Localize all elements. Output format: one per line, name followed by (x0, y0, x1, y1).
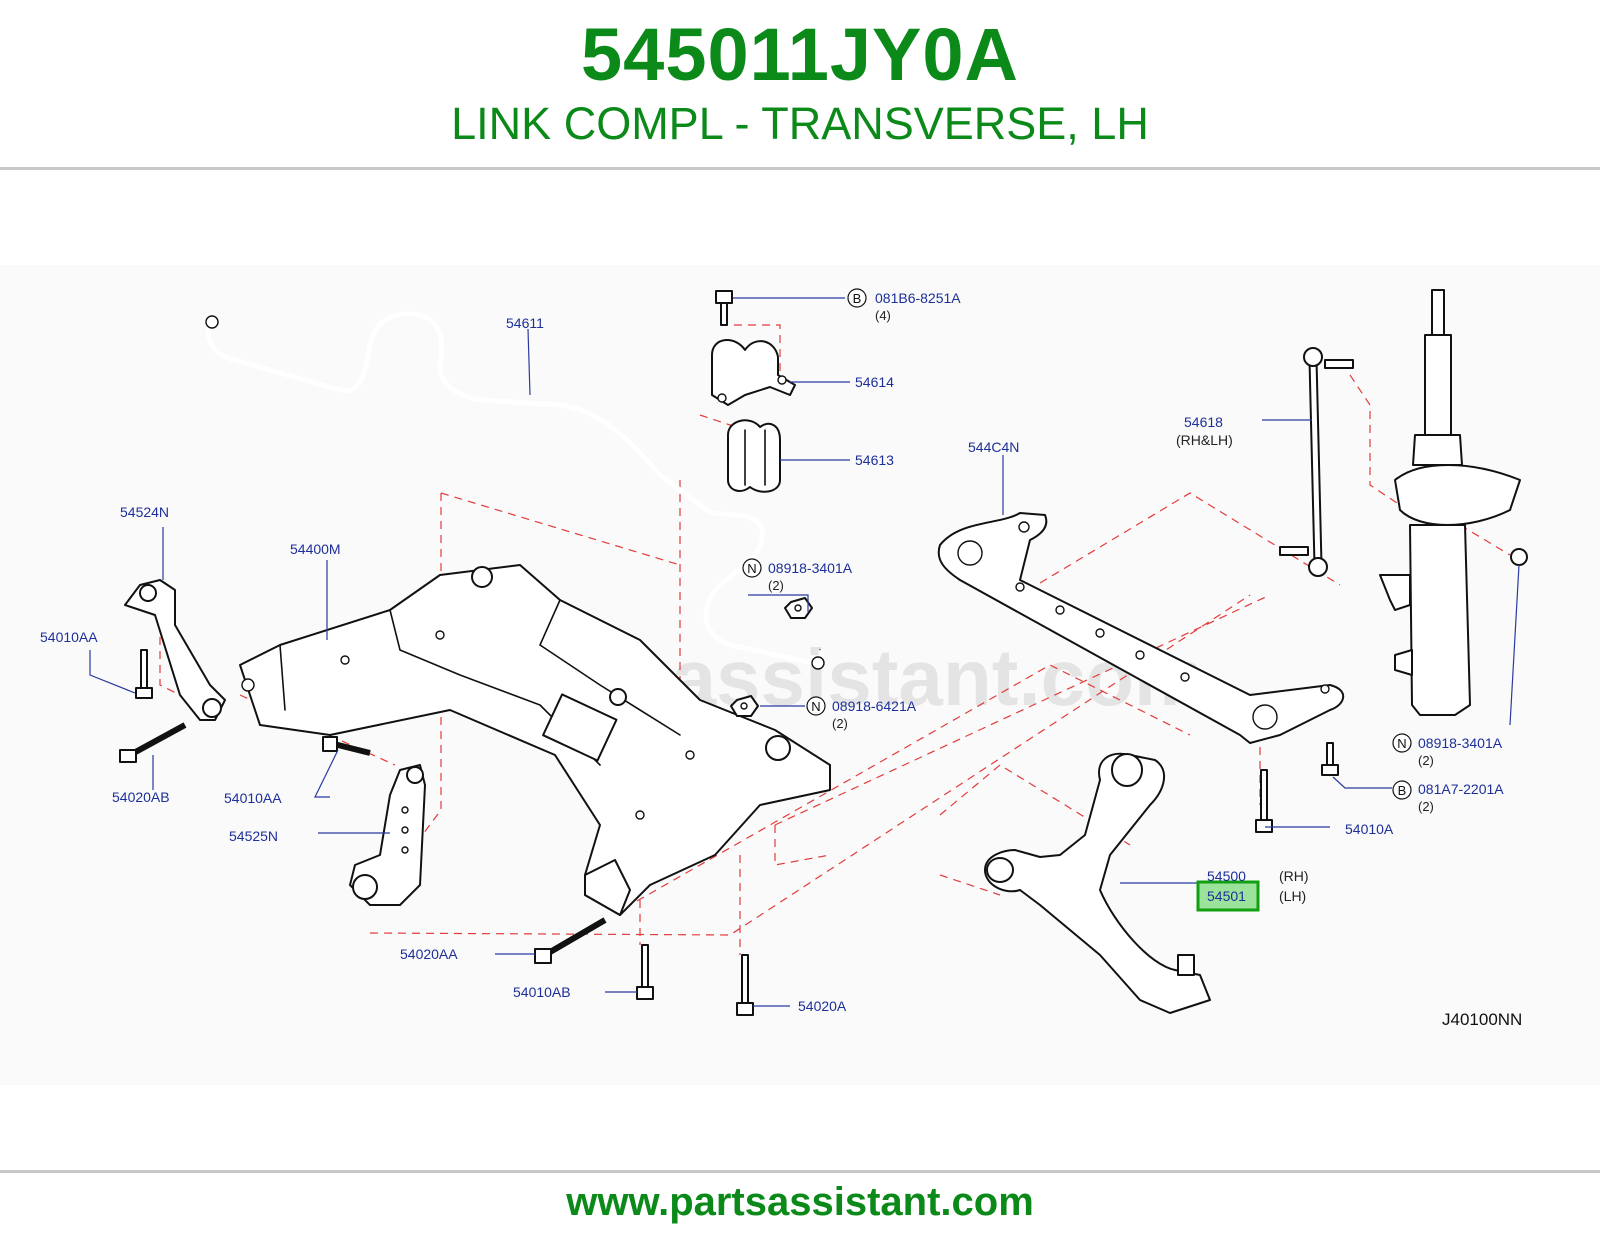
highlight-box-54501 (1196, 880, 1260, 912)
callout-54613[interactable]: 54613 (855, 452, 894, 468)
callout-08918-3401A-left[interactable]: 08918-3401A (768, 560, 853, 576)
side-54501: (LH) (1279, 888, 1306, 904)
callout-544C4N[interactable]: 544C4N (968, 439, 1019, 455)
footer-divider (0, 1170, 1600, 1173)
side-54618: (RH&LH) (1176, 432, 1233, 448)
mount-bracket-54524N (124, 579, 226, 721)
callout-54010A[interactable]: 54010A (1345, 821, 1394, 837)
tag-08918-3401A-right: N (1397, 736, 1406, 751)
tag-081B6: B (853, 291, 862, 306)
front-suspension-member-54400M (239, 564, 831, 916)
footer-url[interactable]: www.partsassistant.com (566, 1180, 1034, 1224)
nut-08918-3401A-left (784, 597, 813, 619)
bolt-081B6 (715, 290, 733, 326)
tag-08918-3401A-left: N (747, 561, 756, 576)
qty-081A7-2201A: (2) (1418, 799, 1434, 814)
callout-081A7-2201A[interactable]: 081A7-2201A (1418, 781, 1504, 797)
qty-08918-3401A-right: (2) (1418, 753, 1434, 768)
callout-54501[interactable]: 54501 (1207, 888, 1246, 904)
callout-tags: B N N N B (742, 288, 1412, 800)
callout-54010AA-mid[interactable]: 54010AA (224, 790, 282, 806)
strut-assembly (1379, 289, 1528, 716)
transverse-link-54501 (984, 752, 1211, 1014)
qty-081B6-8251A: (4) (875, 308, 891, 323)
part-number-title: 545011JY0A (581, 13, 1019, 96)
diagram-reference-code: J40100NN (1442, 1010, 1522, 1029)
callout-labels[interactable]: 54611 081B6-8251A (4) 54614 54613 54618 … (40, 290, 1504, 1014)
bolt-54020A (736, 954, 754, 1016)
bolt-54010AB (636, 944, 654, 1000)
tag-081A7: B (1398, 783, 1407, 798)
nut-08918-6421A (730, 695, 759, 717)
callout-08918-3401A-right[interactable]: 08918-3401A (1418, 735, 1503, 751)
callout-54020AA[interactable]: 54020AA (400, 946, 458, 962)
part-name-subtitle: LINK COMPL - TRANSVERSE, LH (451, 98, 1149, 149)
callout-leaders (89, 297, 1520, 1007)
bolt-54010AA-mid (322, 736, 371, 756)
callout-54611[interactable]: 54611 (506, 315, 544, 331)
header-divider (0, 167, 1600, 170)
callout-54400M[interactable]: 54400M (290, 541, 341, 557)
callout-54500[interactable]: 54500 (1207, 868, 1246, 884)
callout-54010AA-left[interactable]: 54010AA (40, 629, 98, 645)
callout-54614[interactable]: 54614 (855, 374, 894, 390)
side-54500: (RH) (1279, 868, 1309, 884)
callout-54525N[interactable]: 54525N (229, 828, 278, 844)
bolt-081A7 (1321, 742, 1339, 776)
parts-diagram: www.partsassistant.com (0, 265, 1600, 1085)
qty-08918-6421A: (2) (832, 716, 848, 731)
callout-54020A[interactable]: 54020A (798, 998, 847, 1014)
parts-diagram-svg: www.partsassistant.com (40, 288, 1528, 1029)
bushing-54613 (727, 419, 781, 493)
stabilizer-bar-54611 (205, 311, 825, 670)
brace-544C4N (937, 512, 1345, 744)
bolt-54020AB (119, 722, 187, 763)
tag-08918-6421A: N (811, 699, 820, 714)
callout-54618[interactable]: 54618 (1184, 414, 1223, 430)
header: 545011JY0A LINK COMPL - TRANSVERSE, LH (0, 0, 1600, 170)
bolt-54020AA (534, 917, 607, 964)
bushing-clamp-54614 (711, 339, 796, 406)
bolt-54010A (1255, 769, 1273, 833)
callout-54010AB[interactable]: 54010AB (513, 984, 571, 1000)
callout-54524N[interactable]: 54524N (120, 504, 169, 520)
stabilizer-link-54618 (1279, 347, 1354, 577)
callout-081B6-8251A[interactable]: 081B6-8251A (875, 290, 961, 306)
callout-54020AB[interactable]: 54020AB (112, 789, 170, 805)
bolts (119, 597, 1339, 1016)
bolt-54010AA-left (135, 649, 153, 699)
callout-08918-6421A[interactable]: 08918-6421A (832, 698, 917, 714)
qty-08918-3401A-left: (2) (768, 578, 784, 593)
mount-bracket-54525N (349, 764, 426, 906)
